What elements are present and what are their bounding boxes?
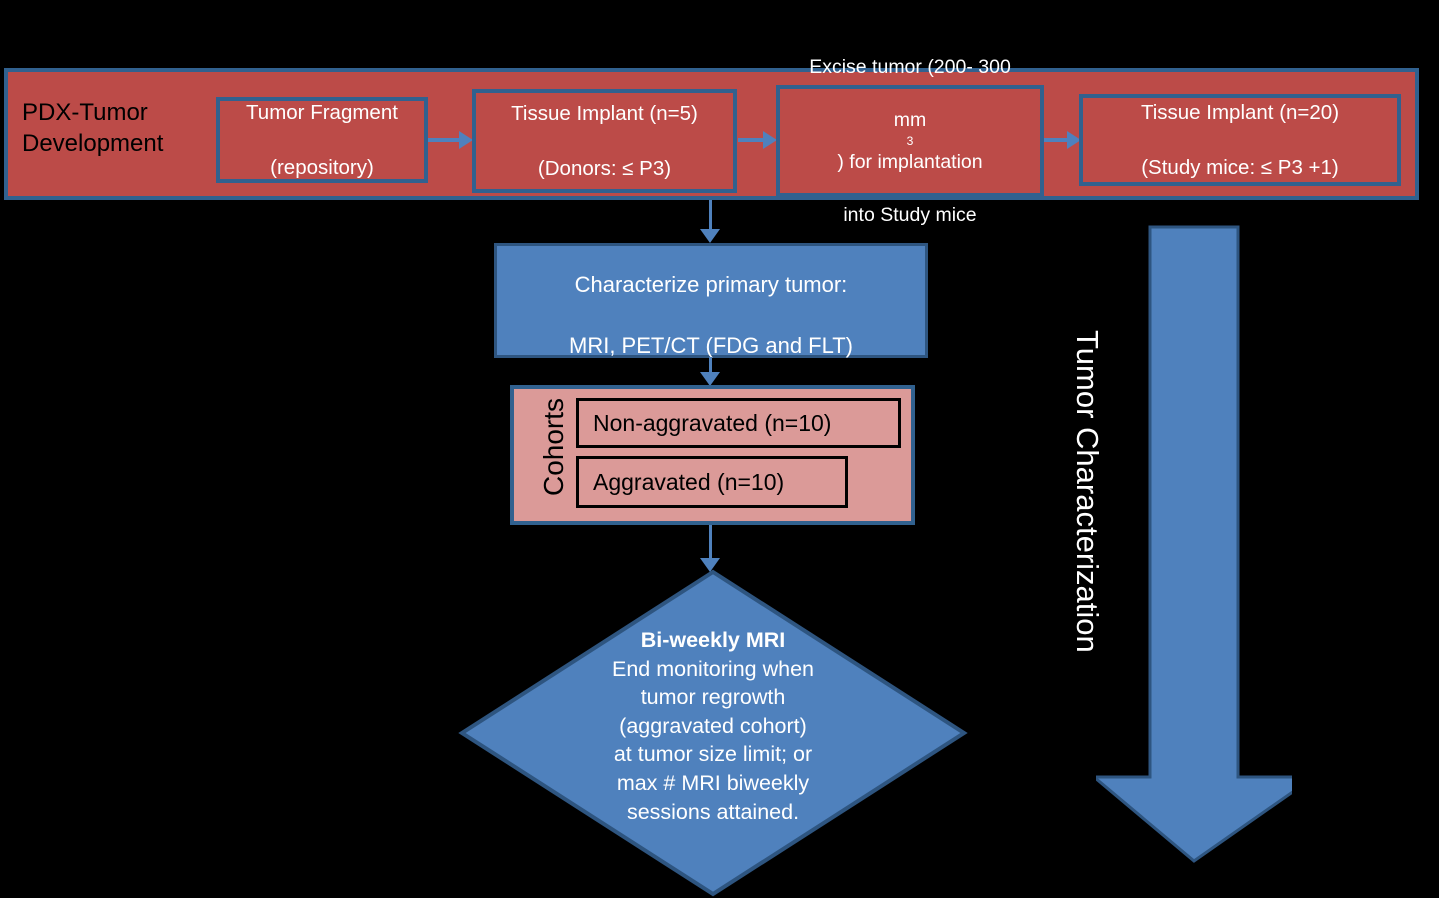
down-arrow-icon (1096, 225, 1292, 863)
step-line-2: (Donors: ≤ P3) (537, 156, 672, 180)
arrow-fragment-to-implant-icon (428, 131, 473, 149)
cohort-item-aggravated: Aggravated (n=10) (576, 456, 848, 508)
cohort-item-label: Aggravated (n=10) (593, 468, 785, 495)
cohort-item-non-aggravated: Non-aggravated (n=10) (576, 398, 901, 448)
banner-title: PDX-Tumor Development (22, 99, 164, 157)
diamond-shape-icon (458, 569, 968, 897)
step-line-1: Tissue Implant (n=5) (511, 101, 698, 125)
arrow-banner-to-characterize-icon (700, 200, 720, 243)
step-line-2: mm 3 ) for implantation (809, 107, 1011, 176)
arrow-excise-to-study-implant-icon (1044, 131, 1081, 149)
arrow-characterize-to-cohorts-icon (700, 357, 720, 386)
characterize-line-2: MRI, PET/CT (FDG and FLT) (569, 332, 853, 358)
mm-cubed-exponent: 3 (906, 133, 914, 148)
tumor-characterization-label: Tumor Characterization (1070, 330, 1105, 653)
step-box-tumor-fragment: Tumor Fragment (repository) (216, 97, 428, 183)
characterize-line-1: Characterize primary tumor: (574, 272, 848, 298)
arrow-cohorts-to-decision-icon (700, 525, 720, 572)
step-line-1: Excise tumor (200- 300 (809, 55, 1011, 78)
step-line-2: (repository) (270, 155, 374, 179)
step-line-2-rest: ) for implantation (837, 151, 983, 174)
cohort-item-label: Non-aggravated (n=10) (593, 409, 832, 436)
step-line-3: into Study mice (843, 203, 977, 226)
arrow-implant-to-excise-icon (738, 131, 777, 149)
decision-diamond: Bi-weekly MRI End monitoring when tumor … (458, 568, 968, 898)
characterize-primary-tumor-box: Characterize primary tumor: MRI, PET/CT … (494, 243, 928, 358)
step-line-2: (Study mice: ≤ P3 +1) (1141, 155, 1339, 179)
pdx-tumor-development-banner: PDX-Tumor Development Tumor Fragment (re… (4, 56, 1419, 226)
cohorts-box: Cohorts Non-aggravated (n=10) Aggravated… (510, 385, 915, 525)
tumor-characterization-arrow (1096, 225, 1292, 865)
step-box-tissue-implant-donors: Tissue Implant (n=5) (Donors: ≤ P3) (472, 89, 737, 193)
step-box-excise-tumor: Excise tumor (200- 300 mm 3 ) for implanta… (776, 56, 1044, 226)
cohorts-label: Cohorts (538, 397, 569, 497)
mm-unit: mm (893, 108, 927, 131)
step-line-1: Tissue Implant (n=20) (1140, 100, 1340, 124)
step-box-tissue-implant-study: Tissue Implant (n=20) (Study mice: ≤ P3 … (1079, 94, 1401, 186)
step-line-1: Tumor Fragment (246, 100, 398, 124)
